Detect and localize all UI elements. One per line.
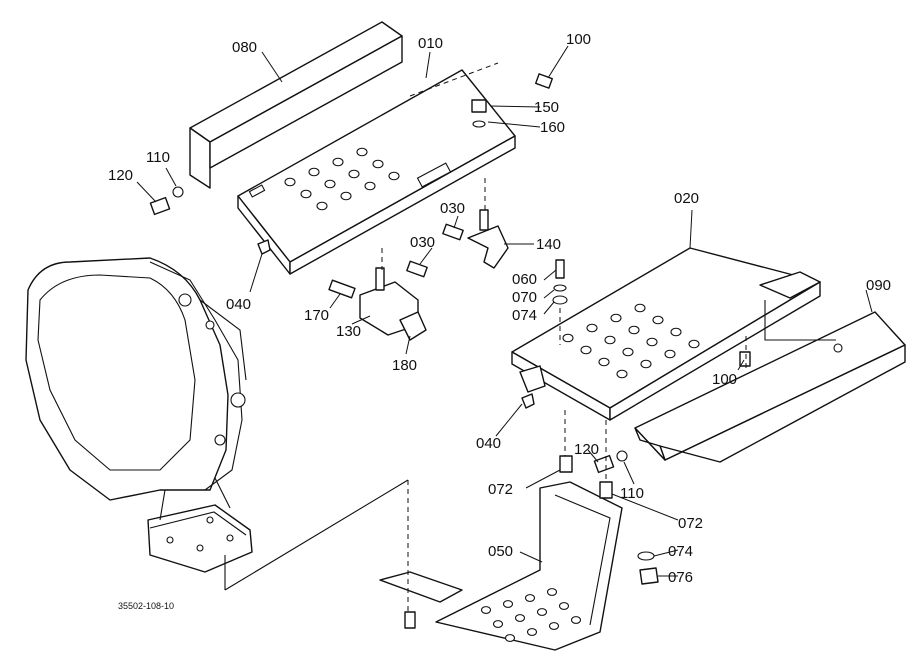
transmission-housing (25, 257, 253, 573)
label-030-lower: 030 (410, 234, 435, 251)
label-120-right: 120 (574, 441, 599, 458)
drawing-reference: 35502-108-10 (118, 601, 174, 611)
label-100-upper: 100 (566, 31, 591, 48)
label-074-upper: 074 (512, 307, 537, 324)
plate-hole (670, 327, 682, 337)
part-130-bracket (359, 267, 427, 341)
plate-hole (634, 303, 646, 313)
plate-hole (524, 594, 536, 602)
callout-labels: 080 010 100 150 160 110 120 030 030 140 … (108, 31, 891, 611)
label-080: 080 (232, 39, 257, 56)
label-140: 140 (536, 236, 561, 253)
plate-hole (664, 349, 676, 359)
label-110-right: 110 (620, 485, 644, 502)
plate-hole (348, 169, 360, 179)
plate-hole (372, 159, 384, 169)
plate-hole (604, 335, 616, 345)
label-100-lower: 100 (712, 371, 737, 388)
part-080-angle-bracket (189, 21, 403, 189)
plate-hole (332, 157, 344, 167)
label-030-upper: 030 (440, 200, 465, 217)
label-072-left: 072 (488, 481, 513, 498)
plate-hole (652, 315, 664, 325)
alignment-lines (224, 178, 836, 612)
label-076: 076 (668, 569, 693, 586)
label-072-right: 072 (678, 515, 703, 532)
hardware-bolts (149, 73, 751, 629)
plate-hole (388, 171, 400, 181)
plate-hole (616, 369, 628, 379)
label-010: 010 (418, 35, 443, 52)
plate-hole (300, 189, 312, 199)
plate-hole (364, 181, 376, 191)
plate-hole (570, 616, 582, 624)
plate-hole (504, 634, 516, 642)
label-060: 060 (512, 271, 537, 288)
label-040-left: 040 (226, 296, 251, 313)
plate-hole (536, 608, 548, 616)
plate-hole (526, 628, 538, 636)
plate-hole (548, 622, 560, 630)
plate-hole (628, 325, 640, 335)
plate-hole (492, 620, 504, 628)
label-150: 150 (534, 99, 559, 116)
label-040-right: 040 (476, 435, 501, 452)
label-170: 170 (304, 307, 329, 324)
leader-lines (136, 45, 873, 577)
plate-hole (580, 345, 592, 355)
label-180: 180 (392, 357, 417, 374)
plate-hole (308, 167, 320, 177)
plate-hole (356, 147, 368, 157)
step-plate-010-holes (284, 147, 400, 211)
step-bracket-050-holes (480, 588, 582, 642)
label-074-lower: 074 (668, 543, 693, 560)
plate-hole (502, 600, 514, 608)
label-160: 160 (540, 119, 565, 136)
label-110-left: 110 (146, 149, 170, 166)
plate-hole (562, 333, 574, 343)
label-090: 090 (866, 277, 891, 294)
plate-hole (316, 201, 328, 211)
plate-hole (622, 347, 634, 357)
label-070: 070 (512, 289, 537, 306)
part-140-bracket (467, 209, 509, 269)
plate-hole (688, 339, 700, 349)
plate-hole (514, 614, 526, 622)
plate-hole (646, 337, 658, 347)
plate-hole (610, 313, 622, 323)
plate-hole (558, 602, 570, 610)
plate-hole (340, 191, 352, 201)
plate-hole (324, 179, 336, 189)
plate-hole (640, 359, 652, 369)
part-090-channel (634, 311, 906, 463)
plate-hole (598, 357, 610, 367)
label-020: 020 (674, 190, 699, 207)
plate-hole (586, 323, 598, 333)
step-plate-020-holes (562, 303, 700, 379)
label-120-left: 120 (108, 167, 133, 184)
label-050: 050 (488, 543, 513, 560)
plate-hole (480, 606, 492, 614)
plate-hole (546, 588, 558, 596)
label-130: 130 (336, 323, 361, 340)
plate-hole (284, 177, 296, 187)
